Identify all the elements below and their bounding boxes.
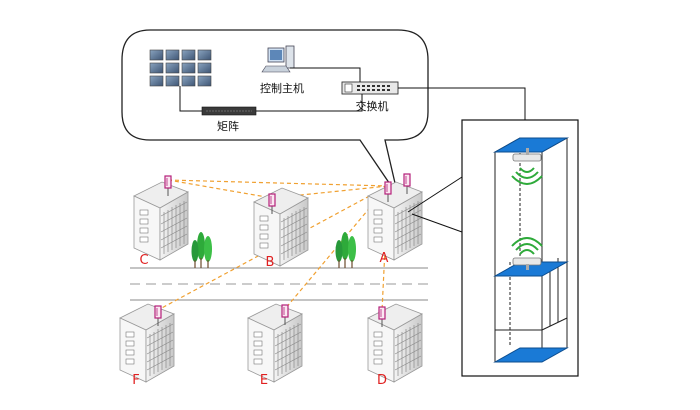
switch-label: 交换机 [356, 99, 389, 113]
building-c [133, 175, 189, 261]
switch-icon [341, 81, 399, 95]
tree-icon [334, 231, 357, 269]
zoom-callout-lines [407, 176, 463, 233]
building-f [119, 303, 175, 383]
monitor-wall-icon [149, 49, 212, 87]
building-d [367, 303, 423, 383]
building-a [367, 173, 423, 261]
building-e [247, 303, 303, 383]
tree-icon [190, 231, 213, 269]
wireless-bridge-car-icon [511, 237, 543, 270]
building-label-e: E [260, 373, 268, 388]
elevator-bottom-plate [493, 347, 569, 363]
control-room-wiring [179, 67, 526, 140]
building-label-c: C [139, 253, 148, 268]
control-host-label: 控制主机 [260, 81, 304, 95]
wireless-bridge-top-icon [511, 148, 543, 185]
building-b [253, 187, 309, 267]
building-label-b: B [266, 255, 275, 270]
control-host-icon [261, 45, 295, 73]
building-label-d: D [377, 373, 387, 388]
matrix-label: 矩阵 [217, 119, 239, 133]
elevator-car-plate [493, 261, 569, 277]
elevator-detail-panel [461, 119, 579, 377]
road [130, 267, 428, 301]
building-label-a: A [380, 251, 389, 266]
matrix-icon [201, 106, 257, 116]
building-label-f: F [132, 373, 139, 388]
